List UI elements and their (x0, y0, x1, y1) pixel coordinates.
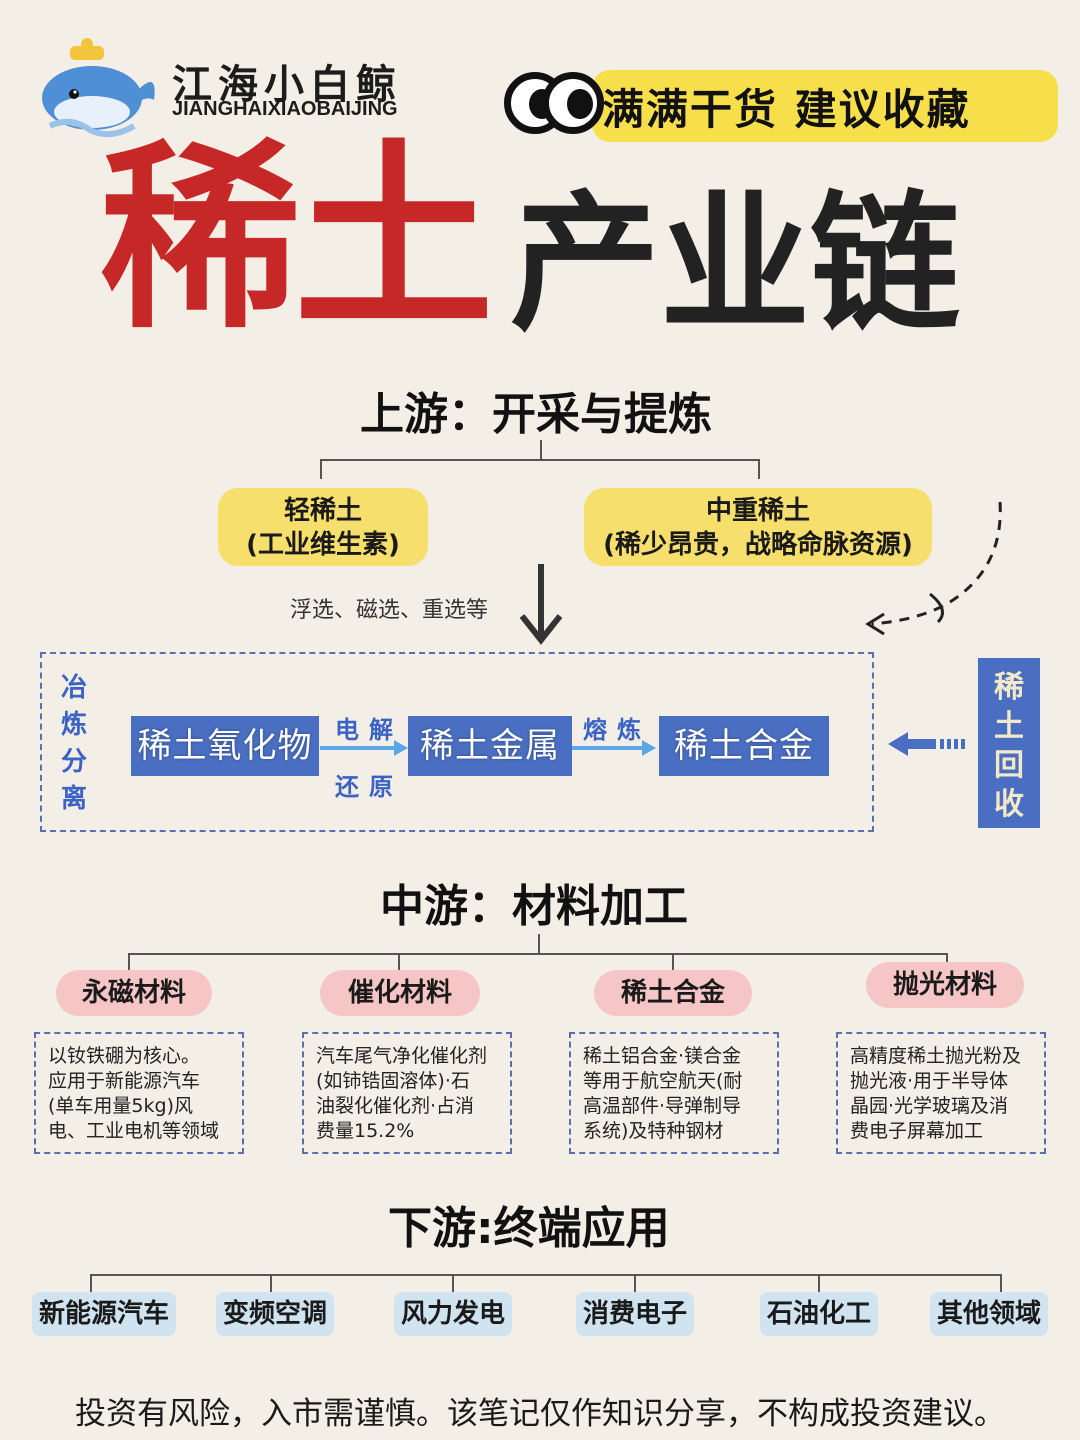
smelting-separation-box (40, 652, 874, 832)
mid-desc-catalytic: 汽车尾气净化催化剂 (如铈锆固溶体)·石 油裂化催化剂·占消 费量15.2% (302, 1032, 512, 1154)
desc-line: 晶园·光学玻璃及消 (850, 1095, 1009, 1117)
down-arrow-icon (516, 562, 566, 650)
stage-alloy: 稀土合金 (659, 716, 829, 776)
recycling-box: 稀 土 回 收 (978, 658, 1040, 828)
recycle-char: 土 (994, 709, 1024, 744)
connector (128, 953, 948, 955)
desc-line: 抛光液·用于半导体 (850, 1070, 1009, 1092)
desc-line: (单车用量5kg)风 (48, 1095, 193, 1117)
brand-name: 江海小白鲸 (172, 62, 402, 108)
tagline-highlight (592, 70, 1058, 142)
disclaimer: 投资有风险，入市需谨慎。该笔记仅作知识分享，不构成投资建议。 (75, 1396, 1005, 1432)
stage-oxide: 稀土氧化物 (131, 716, 319, 776)
arrow-label-reduction: 还原 (335, 773, 403, 801)
desc-line: 汽车尾气净化催化剂 (316, 1045, 488, 1067)
connector (398, 953, 400, 971)
connector (634, 1274, 636, 1294)
mid-desc-polishing: 高精度稀土抛光粉及 抛光液·用于半导体 晶园·光学玻璃及消 费电子屏幕加工 (836, 1032, 1046, 1154)
heavy-rare-earth-note: (稀少昂贵，战略命脉资源) (603, 530, 913, 560)
heavy-rare-earth-title: 中重稀土 (705, 496, 810, 526)
connector (538, 934, 540, 954)
app-new-energy-vehicle: 新能源汽车 (32, 1292, 176, 1336)
arrow-label-electrolysis: 电解 (335, 716, 403, 744)
recycle-char: 收 (994, 787, 1024, 822)
app-petrochemical: 石油化工 (760, 1292, 878, 1336)
app-consumer-electronics: 消费电子 (576, 1292, 694, 1336)
connector (672, 953, 674, 971)
connector (452, 1274, 454, 1294)
box-label-char: 炼 (60, 710, 87, 740)
box-label-char: 离 (60, 784, 87, 814)
box-label-char: 冶 (60, 673, 87, 703)
heavy-rare-earth: 中重稀土 (稀少昂贵，战略命脉资源) (584, 488, 932, 566)
mid-desc-alloy: 稀土铝合金·镁合金 等用于航空航天(耐 高温部件·导弹制导 系统)及特种钢材 (569, 1032, 779, 1154)
mid-item-permanent-magnet: 永磁材料 (56, 970, 212, 1016)
recycle-char: 稀 (994, 670, 1024, 705)
title-red: 稀土 (100, 123, 494, 356)
light-rare-earth-note: (工业维生素) (246, 530, 400, 560)
whale-logo (30, 30, 160, 142)
desc-line: 油裂化催化剂·占消 (316, 1095, 475, 1117)
box-label-char: 分 (60, 747, 87, 777)
process-note: 浮选、磁选、重选等 (290, 598, 489, 623)
desc-line: 等用于航空航天(耐 (583, 1070, 743, 1092)
desc-line: 费电子屏幕加工 (850, 1120, 984, 1142)
mid-item-polishing: 抛光材料 (866, 962, 1024, 1008)
light-rare-earth: 轻稀土 (工业维生素) (218, 488, 428, 566)
app-inverter-ac: 变频空调 (216, 1292, 334, 1336)
right-arrow-icon (320, 738, 410, 762)
desc-line: 高精度稀土抛光粉及 (850, 1045, 1022, 1067)
connector (90, 1274, 1002, 1276)
desc-line: (如铈锆固溶体)·石 (316, 1070, 470, 1092)
midstream-heading: 中游：材料加工 (380, 881, 688, 932)
arrow-label-smelting: 熔炼 (583, 716, 651, 744)
desc-line: 费量15.2% (316, 1120, 415, 1142)
desc-line: 高温部件·导弹制导 (583, 1095, 742, 1117)
desc-line: 稀土铝合金·镁合金 (583, 1045, 742, 1067)
left-arrow-icon (886, 730, 966, 762)
connector (540, 440, 542, 460)
right-arrow-icon (572, 738, 662, 762)
recycle-char: 回 (994, 748, 1024, 783)
connector (1000, 1274, 1002, 1294)
brand-name-english: JIANGHAIXIAOBAIJING (172, 98, 398, 120)
title-black: 产业链 (510, 178, 961, 352)
curved-dashed-arrow-icon (860, 498, 1010, 642)
desc-line: 以钕铁硼为核心。 (48, 1045, 201, 1067)
app-wind-power: 风力发电 (394, 1292, 512, 1336)
connector (270, 1274, 272, 1294)
connector (818, 1274, 820, 1294)
app-other-fields: 其他领域 (930, 1292, 1048, 1336)
mid-desc-permanent-magnet: 以钕铁硼为核心。 应用于新能源汽车 (单车用量5kg)风 电、工业电机等领域 (34, 1032, 244, 1154)
upstream-heading: 上游：开采与提炼 (360, 389, 712, 440)
tagline: 满满干货 建议收藏 (602, 85, 971, 134)
light-rare-earth-title: 轻稀土 (283, 496, 362, 526)
downstream-heading: 下游:终端应用 (388, 1203, 670, 1254)
desc-line: 电、工业电机等领域 (48, 1120, 220, 1142)
eye-icon (542, 72, 604, 134)
mid-item-alloy: 稀土合金 (594, 970, 752, 1016)
desc-line: 应用于新能源汽车 (48, 1070, 201, 1092)
connector (758, 459, 760, 479)
smelting-separation-label: 冶 炼 分 离 (59, 670, 89, 818)
mid-item-catalytic: 催化材料 (320, 970, 480, 1016)
desc-line: 系统)及特种钢材 (583, 1120, 724, 1142)
connector (90, 1274, 92, 1294)
connector (320, 459, 760, 461)
stage-metal: 稀土金属 (408, 716, 572, 776)
connector (128, 953, 130, 971)
connector (320, 459, 322, 479)
connector (946, 953, 948, 965)
